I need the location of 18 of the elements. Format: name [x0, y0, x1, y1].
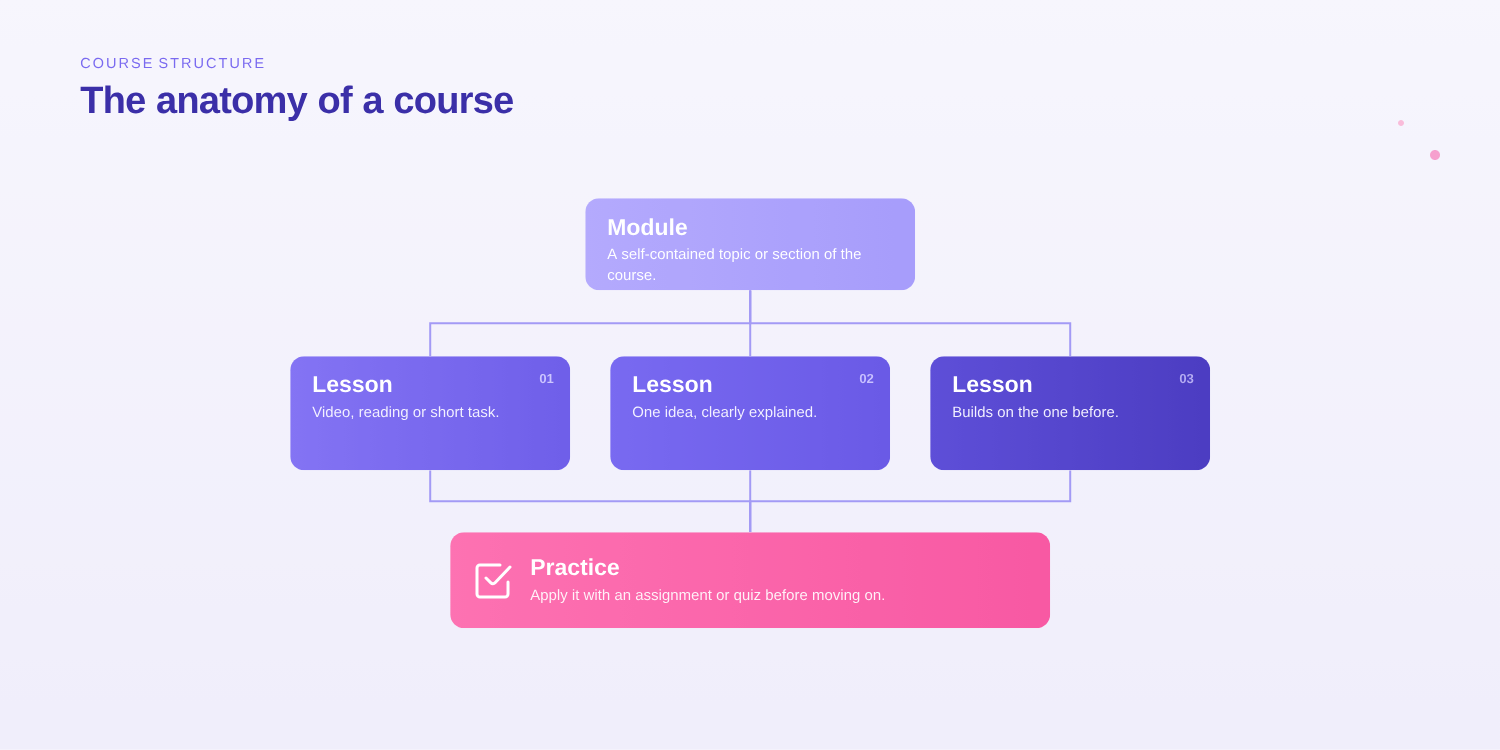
card-text: One idea, clearly explained. — [632, 406, 816, 421]
card-heading: Module — [608, 218, 687, 236]
card-heading: Lesson — [953, 376, 1032, 393]
card-heading: Lesson — [633, 376, 712, 393]
kicker-text: COURSE STRUCTURE — [80, 57, 264, 69]
card-heading: Practice — [531, 558, 619, 576]
card-text: Builds on the one before. — [953, 406, 1118, 418]
card-text: Video, reading or short task. — [312, 406, 499, 421]
card-heading: Lesson — [313, 376, 392, 393]
card-text: Apply it with an assignment or quiz before moving on. — [530, 589, 884, 604]
step-number: 02 — [859, 373, 874, 384]
connector-line — [749, 289, 1072, 357]
step-number: 01 — [539, 373, 554, 384]
title: The anatomy of a course — [80, 85, 513, 121]
card-text: A self-contained topic or section of the course. — [607, 248, 861, 281]
connector-line — [749, 469, 1072, 533]
practice-card — [475, 558, 884, 604]
step-number: 03 — [1179, 373, 1194, 384]
